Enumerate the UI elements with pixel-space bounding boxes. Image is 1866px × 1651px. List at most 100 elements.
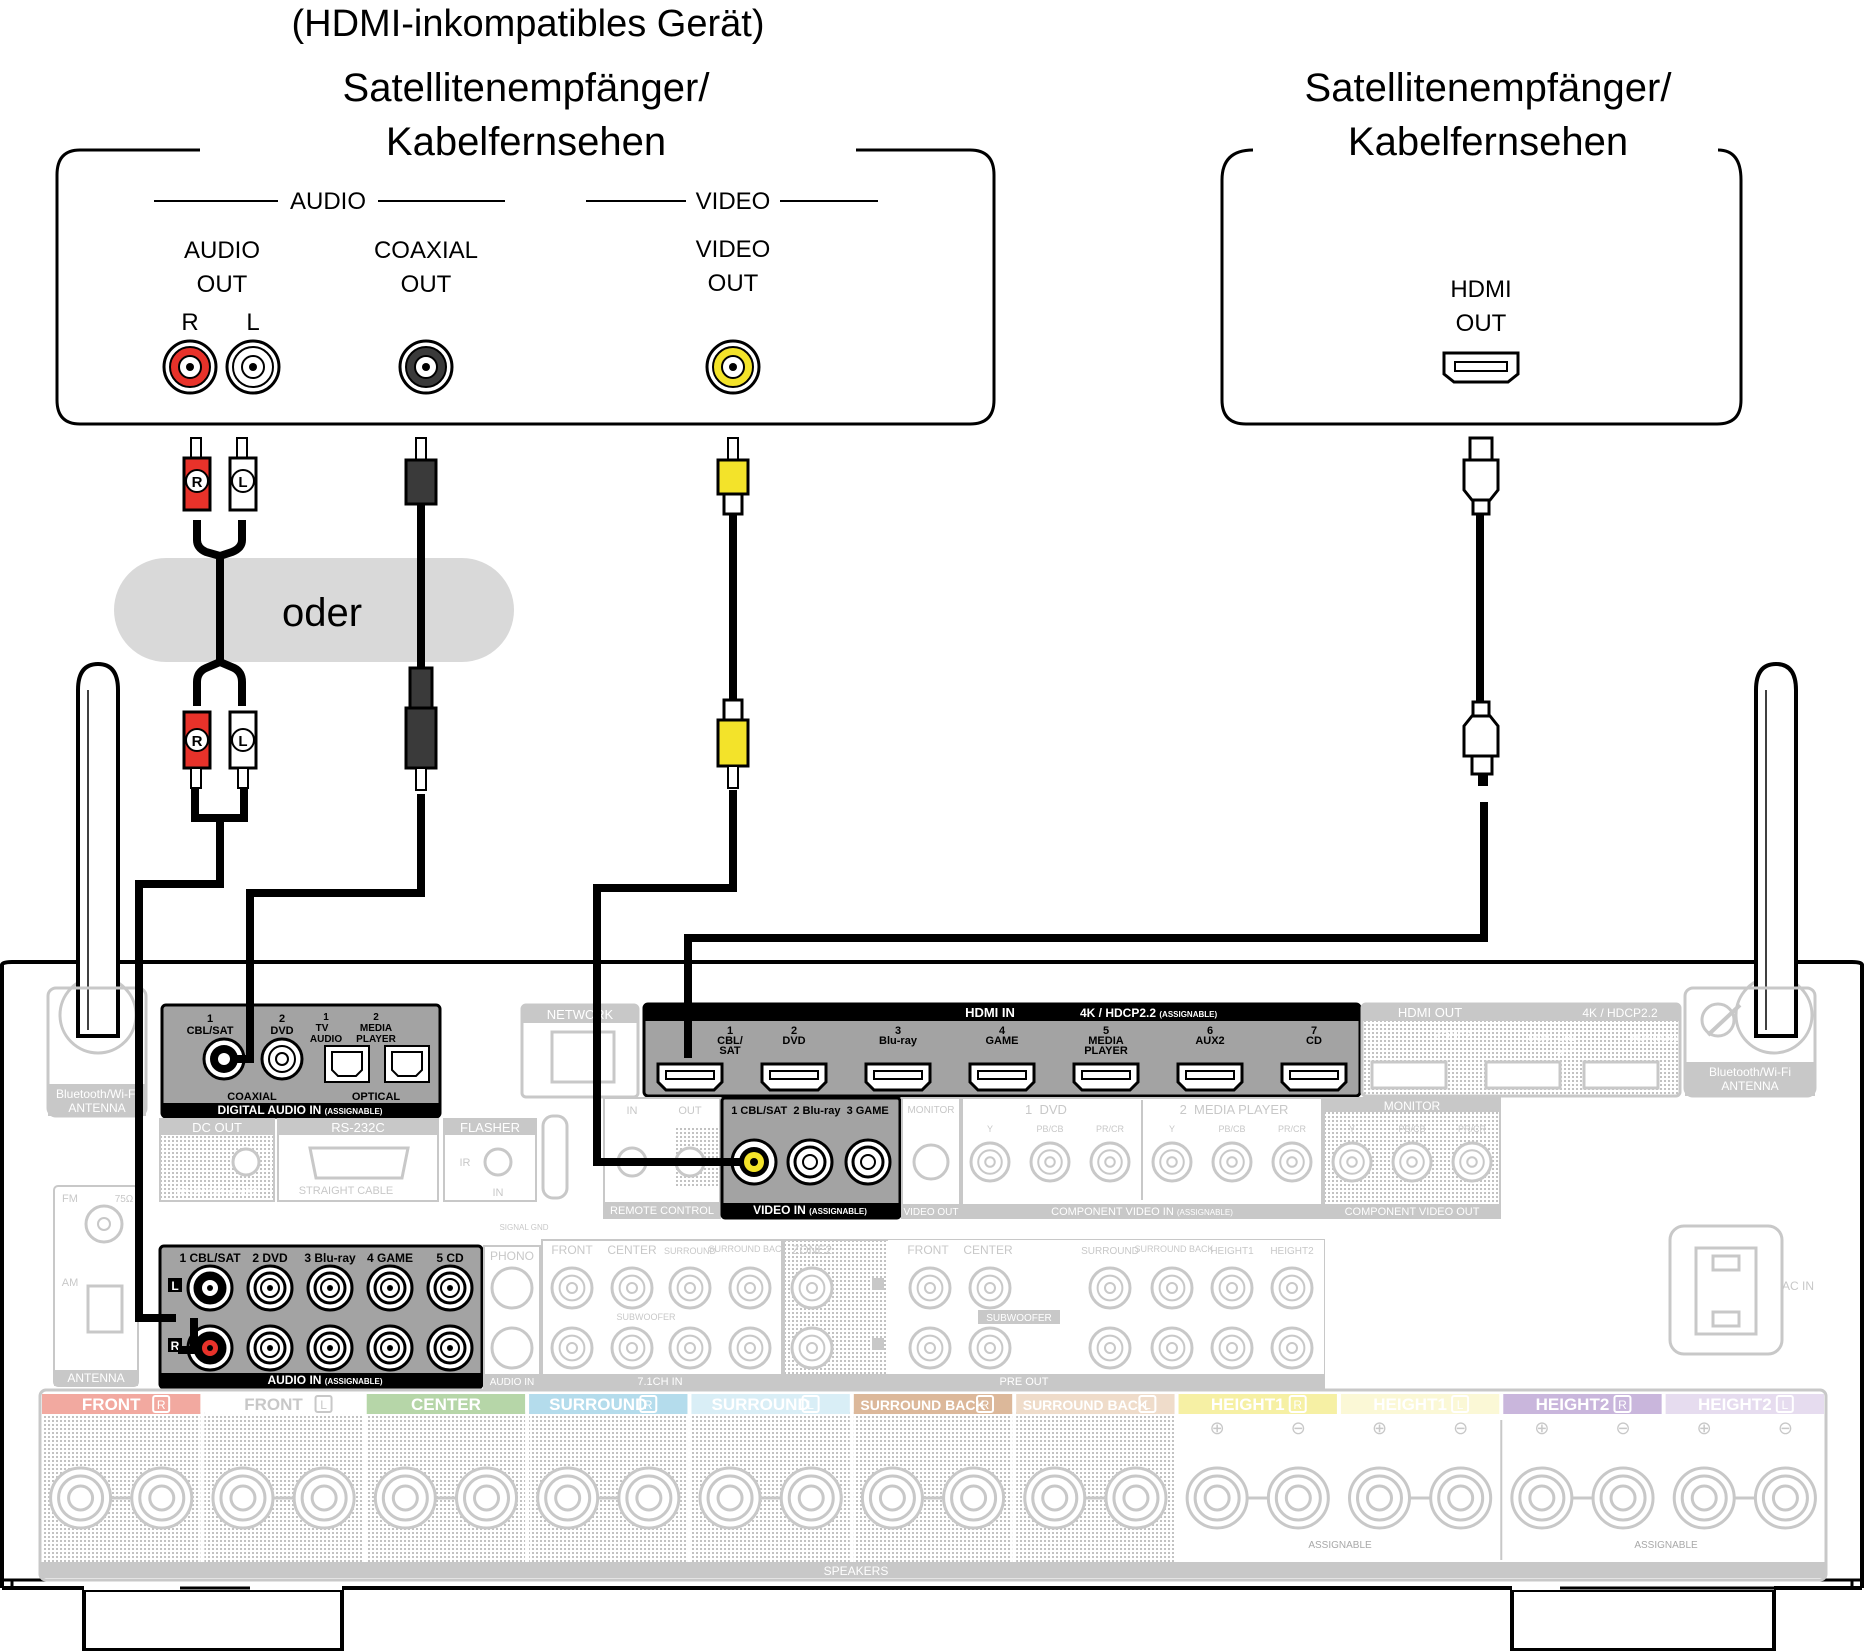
- left-device-name-1: Satellitenempfänger/: [343, 66, 711, 110]
- pre-zone2-marker: [872, 1278, 884, 1290]
- digital-coax-jack-1: [202, 1037, 246, 1081]
- hdmi-plug-bottom: [1462, 700, 1500, 786]
- pre-out-jack-pin: [1104, 1282, 1116, 1294]
- dig-1: 1: [207, 1013, 213, 1025]
- audio-in-input-label: 1 CBL/SAT: [179, 1251, 241, 1265]
- speaker-terminal-inner: [1203, 1484, 1231, 1512]
- speaker-channel-box: [1451, 1395, 1470, 1413]
- rca-top-r-label: R: [192, 474, 203, 491]
- hdmi-port-num: 5: [1103, 1025, 1109, 1037]
- left-source-device: (HDMI-inkompatibles Gerät) Satellitenemp…: [55, 3, 996, 426]
- coax-plug-top: [404, 437, 438, 506]
- speaker-group-header: [42, 1394, 201, 1414]
- pre-out-jack: [908, 1326, 952, 1370]
- hdmi-port-label: CD: [1306, 1035, 1322, 1047]
- pre-out-jack: [1150, 1266, 1194, 1310]
- antenna-b-label: ANTENNA: [67, 1371, 124, 1385]
- speaker-terminal: [860, 1466, 924, 1530]
- speaker-channel-box: [1613, 1395, 1632, 1413]
- plus-icon: ⊕: [1697, 1418, 1712, 1438]
- pre-out-jack-pin: [1226, 1282, 1238, 1294]
- pre-out-jack: [1088, 1266, 1132, 1310]
- component-in-sub-label: PB/CB: [1218, 1124, 1245, 1134]
- ch71-jack: [728, 1266, 772, 1310]
- hdmi-out-label-1: HDMI: [1450, 276, 1511, 303]
- bt-right-antenna-label: ANTENNA: [1721, 1079, 1778, 1093]
- video-out-label-2: OUT: [708, 270, 759, 297]
- network-label: NETWORK: [547, 1007, 614, 1022]
- ch71-jack: [550, 1266, 594, 1310]
- speaker-group-label: FRONT: [244, 1395, 303, 1414]
- audio-in-small-label: AUDIO IN: [490, 1377, 534, 1388]
- audio-in-jack-pin: [327, 1285, 333, 1291]
- coaxial-label: COAXIAL: [227, 1091, 277, 1103]
- minus-icon: ⊖: [1778, 1418, 1793, 1438]
- l-label: L: [246, 309, 259, 336]
- audio-out-r-jack: [162, 339, 218, 395]
- pre-surround-back: SURROUND BACK: [1134, 1244, 1213, 1254]
- hdmi-in-port: [656, 1062, 724, 1092]
- ch71-jack: [668, 1326, 712, 1370]
- optical-label: OPTICAL: [352, 1091, 401, 1103]
- dig-2: 2: [279, 1013, 285, 1025]
- speaker-channel-label: R: [981, 1398, 990, 1412]
- rs232c-label: RS-232C: [331, 1120, 384, 1135]
- pre-sub-label: SUBWOOFER: [986, 1313, 1052, 1324]
- incompatible-note: (HDMI-inkompatibles Gerät): [292, 3, 765, 45]
- hdmi-in-port-tongue: [873, 1070, 923, 1080]
- speaker-terminal-inner: [1122, 1484, 1150, 1512]
- right-device-name-1: Satellitenempfänger/: [1305, 66, 1673, 110]
- hdmi-in-port: [1072, 1062, 1140, 1092]
- hdmi-plug-top: [1462, 436, 1500, 516]
- ch71-center: CENTER: [607, 1243, 657, 1257]
- digital-audio-in-panel: DIGITAL AUDIO IN (ASSIGNABLE) 1 CBL/SAT …: [160, 1003, 442, 1119]
- speaker-terminal: [1185, 1466, 1249, 1530]
- speaker-group-header: [1340, 1394, 1500, 1414]
- audio-in-jack: [366, 1324, 414, 1372]
- component-out-sub-label: PR/CR: [1458, 1124, 1487, 1134]
- pre-out-jack-pin: [1286, 1342, 1298, 1354]
- audio-in-jack: [306, 1324, 354, 1372]
- ch71-jack: [728, 1326, 772, 1370]
- pre-front: FRONT: [907, 1243, 949, 1257]
- speaker-channel-label: R: [157, 1398, 166, 1412]
- hdmi-in-port: [968, 1062, 1036, 1092]
- audio-in-jack-pin: [207, 1345, 213, 1351]
- component-in-jack: [1029, 1141, 1071, 1183]
- audio-in-r-tag: R: [171, 1339, 180, 1353]
- bt-left-label: Bluetooth/Wi-Fi: [56, 1087, 138, 1101]
- audio-in-jack: [366, 1264, 414, 1312]
- rca-plug-bottom-l: L: [228, 710, 258, 789]
- hdmi-port-label2: SAT: [719, 1045, 740, 1057]
- group-video-label: VIDEO: [696, 188, 771, 215]
- speaker-group-header: [1665, 1394, 1824, 1414]
- speaker-terminal: [1753, 1466, 1817, 1530]
- audio-in-jack-pin: [267, 1345, 273, 1351]
- coaxial-out-jack: [398, 339, 454, 395]
- speaker-terminal: [292, 1466, 356, 1530]
- component-in-jack-pin: [1104, 1156, 1116, 1168]
- rc-out-label: OUT: [678, 1105, 702, 1117]
- speaker-terminal-inner: [878, 1484, 906, 1512]
- video-out-rx-label: VIDEO OUT: [903, 1207, 958, 1218]
- speaker-terminal-inner: [960, 1484, 988, 1512]
- or-label: oder: [282, 591, 362, 635]
- plus-icon: ⊕: [1210, 1418, 1225, 1438]
- left-device-name-2: Kabelfernsehen: [386, 120, 666, 164]
- or-indicator: oder: [114, 558, 514, 662]
- pre-out-jack-pin: [1286, 1282, 1298, 1294]
- speaker-terminal-inner: [635, 1484, 663, 1512]
- speaker-terminal-inner: [1284, 1484, 1312, 1512]
- ch71-jack-pin: [684, 1282, 696, 1294]
- speaker-terminal-inner: [67, 1484, 95, 1512]
- pre-out-jack: [1150, 1326, 1194, 1370]
- speaker-channel-label: L: [320, 1398, 327, 1412]
- rca-bottom-l-label: L: [238, 733, 247, 750]
- speaker-terminal-inner: [148, 1484, 176, 1512]
- speaker-terminal: [211, 1466, 275, 1530]
- speaker-group-header: [204, 1394, 363, 1414]
- video-out-jack: [705, 339, 761, 395]
- speaker-terminal: [536, 1466, 600, 1530]
- ch71-jack-pin: [744, 1282, 756, 1294]
